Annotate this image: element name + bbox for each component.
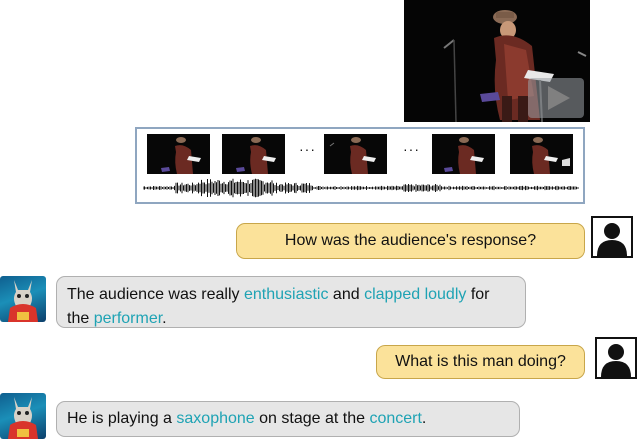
video-frame-thumbnail xyxy=(324,134,387,174)
question-text: How was the audience's response? xyxy=(284,232,537,249)
user-question-bubble: How was the audience's response? xyxy=(236,223,585,259)
video-frame-thumbnail xyxy=(510,134,573,174)
llama-avatar-icon xyxy=(0,276,46,322)
highlighted-keyword: enthusiastic xyxy=(243,286,329,303)
audio-waveform xyxy=(143,178,579,198)
highlighted-keyword: clapped loudly xyxy=(364,286,467,303)
assistant-answer-bubble: The audience was really enthusiastic and… xyxy=(56,276,526,328)
highlighted-keyword: performer xyxy=(93,310,163,327)
user-question-bubble: What is this man doing? xyxy=(376,345,585,379)
answer-text: and xyxy=(328,286,365,303)
answer-text: . xyxy=(421,410,427,427)
frames-ellipsis: ··· xyxy=(403,141,420,157)
video-scene xyxy=(404,0,590,122)
video-frame-thumbnail xyxy=(222,134,285,174)
assistant-answer-bubble: He is playing a saxophone on stage at th… xyxy=(56,401,520,437)
highlighted-keyword: concert xyxy=(369,410,422,427)
play-icon[interactable] xyxy=(528,78,584,118)
answer-text: for the xyxy=(67,286,490,327)
answer-text: . xyxy=(162,310,167,327)
answer-text: He is playing a xyxy=(67,410,177,427)
frames-ellipsis: ··· xyxy=(299,141,316,157)
highlighted-keyword: saxophone xyxy=(176,410,255,427)
video-frame-thumbnail xyxy=(147,134,210,174)
answer-text: The audience was really xyxy=(67,286,244,303)
question-text: What is this man doing? xyxy=(395,353,566,370)
video-frames-strip: ··· ··· xyxy=(135,127,585,204)
video-frame-thumbnail xyxy=(432,134,495,174)
video-player[interactable] xyxy=(404,0,590,122)
user-silhouette-icon xyxy=(591,216,633,258)
answer-text: on stage at the xyxy=(254,410,370,427)
user-silhouette-icon xyxy=(595,337,637,379)
llama-avatar-icon xyxy=(0,393,46,439)
